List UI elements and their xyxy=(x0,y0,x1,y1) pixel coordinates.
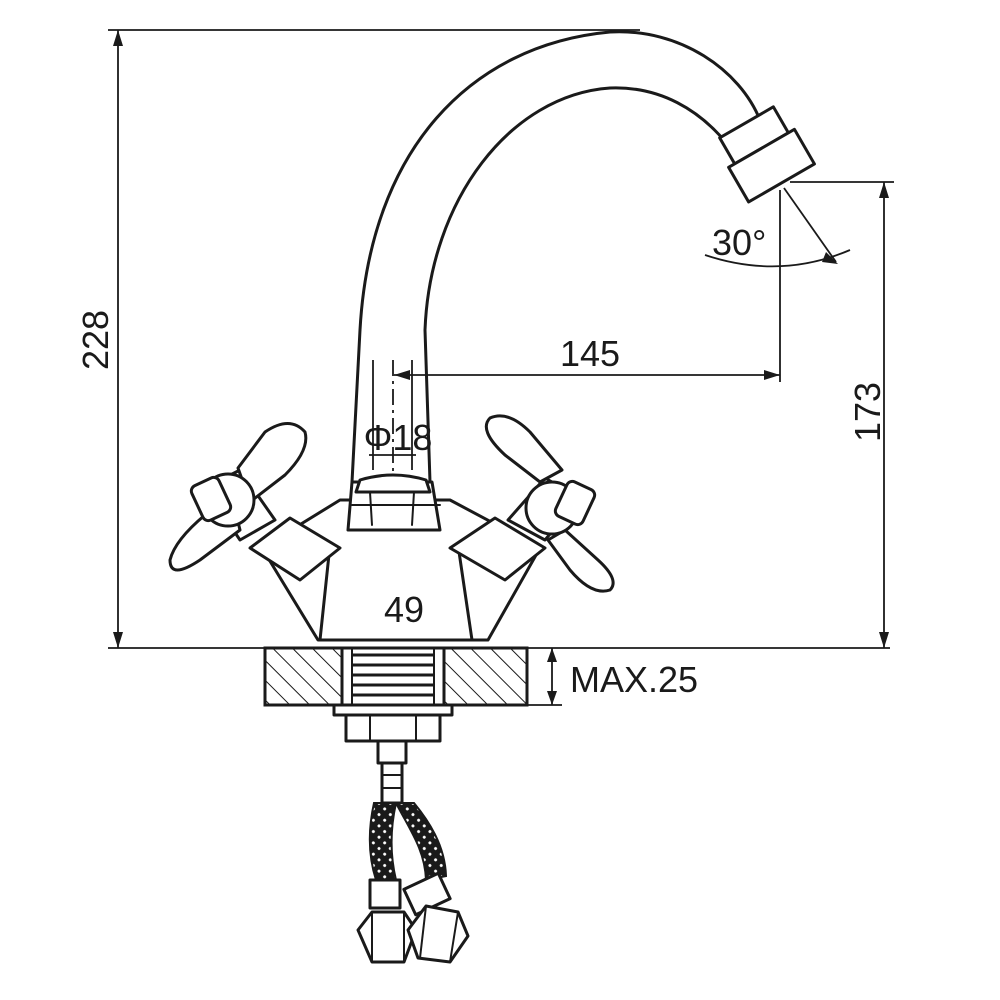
supply-hoses xyxy=(368,739,452,917)
label-spout-reach: 145 xyxy=(560,333,620,374)
dimension-spout-height xyxy=(790,181,894,648)
spout xyxy=(350,30,762,484)
hose-nuts xyxy=(356,904,470,964)
dimension-max-thickness xyxy=(528,648,562,706)
label-outlet-angle: 30° xyxy=(712,222,766,263)
mounting-nut xyxy=(332,703,454,743)
label-spout-height: 173 xyxy=(847,382,888,442)
right-cross-handle xyxy=(484,414,615,593)
dimension-spout-reach xyxy=(394,190,781,382)
aerator xyxy=(718,105,816,204)
label-max-thickness: MAX.25 xyxy=(570,659,698,700)
left-cross-handle xyxy=(168,422,308,572)
deck-section xyxy=(263,646,529,707)
label-total-height: 228 xyxy=(75,310,116,370)
label-spout-diameter: Φ18 xyxy=(364,417,433,458)
dimension-outlet-angle xyxy=(704,187,851,268)
label-base-width: 49 xyxy=(384,589,424,630)
